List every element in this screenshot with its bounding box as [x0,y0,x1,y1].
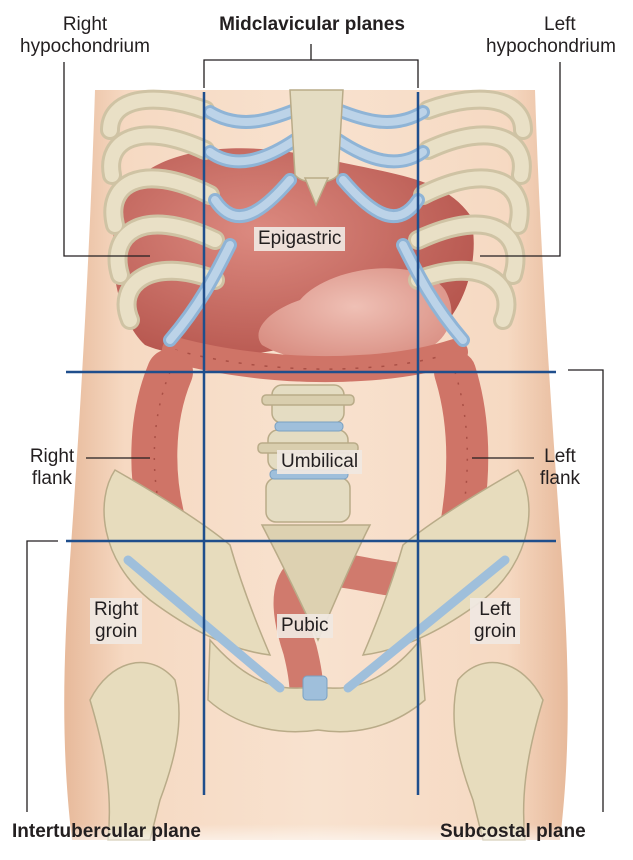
sigmoid-colon [273,552,427,722]
left-groin-line1: Left [479,599,511,620]
midclavicular-bracket [203,59,419,88]
right-hypochondrium-line2: hypochondrium [20,36,150,57]
left-hypochondrium-line2: hypochondrium [486,36,616,57]
pubic-symphysis [302,675,328,701]
left-hypochondrium-line1: Left [544,14,576,35]
xiphoid-process [303,177,330,207]
right-flank-line2: flank [31,468,73,489]
rib-cage [100,89,533,347]
umbilical-label: Umbilical [277,450,363,474]
right-hypochondrium-line1: Right [62,14,108,35]
left-groin-line2: groin [474,621,517,642]
intertubercular-plane-label: Intertubercular plane [12,821,201,842]
epigastric-label: Epigastric [254,227,346,251]
subcostal-plane-label: Subcostal plane [440,821,586,842]
right-flank-label: Right flank [18,446,86,490]
inguinal-ligament-left [343,555,510,693]
left-flank-line2: flank [539,468,581,489]
left-hypochondrium-leader [480,62,561,257]
abdominal-planes [66,92,556,795]
transverse-colon [162,337,468,383]
stomach [258,268,452,365]
midclavicular-planes-label: Midclavicular planes [219,14,405,35]
left-hypochondrium-label: Left hypochondrium [486,14,633,58]
left-flank-label: Left flank [532,446,588,490]
sacrum [260,524,372,642]
pelvis-left-wing [103,469,272,656]
pelvis-right-wing [361,469,530,656]
right-flank-line1: Right [29,446,75,467]
left-flank-line1: Left [544,446,576,467]
right-groin-line2: groin [95,621,138,642]
sternum [289,89,344,184]
right-hypochondrium-label: Right hypochondrium [6,14,164,58]
intertubercular-plane-leader [26,540,58,812]
leader-lines [26,44,604,812]
subcostal-plane-leader [568,369,604,812]
pubic-label: Pubic [277,614,333,638]
left-groin-label: Left groin [470,598,521,644]
right-groin-label: Right groin [90,598,143,644]
right-hypochondrium-leader [63,62,150,257]
right-groin-line1: Right [94,599,139,620]
